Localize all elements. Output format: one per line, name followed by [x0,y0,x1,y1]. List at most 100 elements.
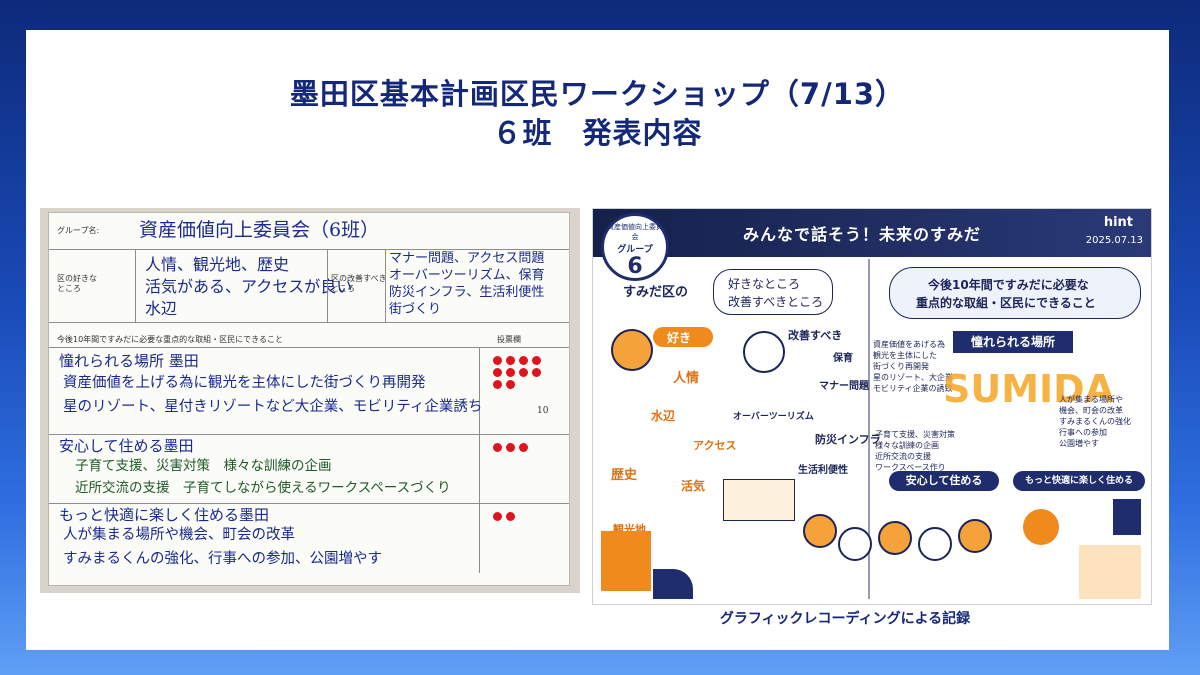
note-line: 様々な訓練の企画 [875,441,939,450]
note-line: すみまるくんの強化 [1059,417,1131,426]
badge-group-label: グループ [617,245,653,255]
section-heading: もっと快適に楽しく住める墨田 [59,506,270,524]
decor-block [1079,545,1141,599]
vote-dot [506,380,515,389]
vote-dot [506,443,515,452]
note-line: モビリティ企業の誘致 [873,384,953,393]
word-rekishi: 歴史 [611,468,638,483]
suki-label: 好き [667,331,692,345]
section-heading: 憧れられる場所 墨田 [59,352,199,370]
section-heading: 安心して住める墨田 [59,437,194,455]
vote-dot [506,356,515,365]
vote-dot [519,368,528,377]
vote-dot [519,356,528,365]
group-badge: 資産価値向上委員会 グループ 6 [601,213,669,281]
section-line: 資産価値を上げる為に観光を主体にした街づくり再開発 [63,375,426,391]
note-line: 機会、町会の改革 [1059,406,1123,415]
improve-text: マナー問題、アクセス問題 オーバーツーリズム、保育 防災インフラ、生活利便性 街… [389,250,545,318]
likes-improve-row: 区の好きなところ 人情、観光地、歴史 活気がある、アクセスが良い 水辺 区の改善… [49,250,569,323]
focus-section: 安心して住める墨田 子育て支援、災害対策 様々な訓練の企画 近所交流の支援 子育… [49,435,569,504]
notes-kaiteki: 人が集まる場所や 機会、町会の改革 すみまるくんの強化 行事への参加 公園増やす [1059,394,1131,449]
likes-line: 活気がある、アクセスが良い [145,277,353,296]
section-line: 星のリゾート、星付きリゾートなど大企業、モビリティ企業誘ち [63,399,483,415]
page-title: 墨田区基本計画区民ワークショップ（7/13） ６班 発表内容 [26,75,1169,153]
left-heading-a: すみだ区の [623,285,689,300]
vote-count-note: 10 [537,406,549,416]
vote-dot [493,380,502,389]
divider [385,250,386,322]
person-icon [743,331,785,373]
sumida-word: SUMIDA [943,367,1115,411]
improve-line: 防災インフラ、生活利便性 [389,285,545,300]
graphic-caption: グラフィックレコーディングによる記録 [719,611,971,627]
vote-dot [493,368,502,377]
note-line: 子育て支援、災害対策 [875,430,955,439]
word-manner: マナー問題 [819,381,869,392]
note-line: 近所交流の支援 [875,452,931,461]
right-heading-bubble: 今後10年間ですみだに必要な 重点的な取組・区民にできること [889,267,1141,319]
word-overtourism: オーバーツーリズム [733,412,814,422]
improve-label: 区の改善すべきところ [331,274,387,293]
badge-number: 6 [627,254,643,279]
section-line: 子育て支援、災害対策 様々な訓練の企画 [75,458,332,474]
focus-header: 今後10年間ですみだに必要な重点的な取組・区民にできること 投票欄 [49,333,569,348]
vote-dot [493,512,502,521]
section-line: 人が集まる場所や機会、町会の改革 [63,527,295,543]
word-seikatsu: 生活利便性 [798,465,848,476]
likes-line: 水辺 [145,299,178,318]
focus-label: 今後10年間ですみだに必要な重点的な取組・区民にできること [57,335,284,344]
focus-section: もっと快適に楽しく住める墨田 人が集まる場所や機会、町会の改革 すみまるくんの強… [49,504,569,574]
vote-dot [532,356,541,365]
ribbon-anshin: 安心して住める [889,471,999,491]
person-icon [611,329,653,371]
worksheet-photo: グループ名: 資産価値向上委員会（6班） 区の好きなところ 人情、観光地、歴史 … [40,208,580,593]
improve-line: オーバーツーリズム、保育 [389,268,545,283]
vote-dot [519,443,528,452]
title-line-2: ６班 発表内容 [492,116,703,150]
vote-dot [493,443,502,452]
note-line: ワークスペース作り [875,463,946,472]
word-access: アクセス [693,439,737,452]
person-icon [838,527,872,561]
group-row: グループ名: 資産価値向上委員会（6班） [49,213,569,250]
brand-logo: hint [1103,215,1133,230]
person-icon [803,514,837,548]
vote-dot [493,356,502,365]
word-hoiku: 保育 [833,353,853,364]
notes-akogare: 資産価値をあげる為 観光を主体にした 街づくり再開発 星のリゾート、大企業 モビ… [873,339,953,394]
group-name: 資産価値向上委員会（6班） [139,219,380,241]
word-kakki: 活気 [681,479,706,493]
kaizen-label: 改善すべき [788,329,843,342]
improve-line: 街づくり [389,302,442,317]
section-line: すみまるくんの強化、行事への参加、公園増やす [63,551,382,567]
improve-line: マナー問題、アクセス問題 [389,251,545,266]
right-heading-line: 重点的な取組・区民にできること [916,296,1096,310]
decor-block [653,569,693,599]
decor-circle [1023,509,1059,545]
note-line: 観光を主体にした [873,351,937,360]
divider [135,250,136,322]
title-line-1: 墨田区基本計画区民ワークショップ（7/13） [289,77,906,111]
person-icon [918,527,952,561]
word-ninjo: 人情 [673,371,700,386]
slide: 墨田区基本計画区民ワークショップ（7/13） ６班 発表内容 グループ名: 資産… [26,30,1169,650]
vote-label: 投票欄 [497,335,521,344]
vote-dot [532,368,541,377]
note-line: 街づくり再開発 [873,362,929,371]
graphic-date: 2025.07.13 [1085,235,1143,246]
person-icon [958,519,992,553]
right-heading-line: 今後10年間ですみだに必要な [928,278,1089,292]
badge-team-name: 資産価値向上委員会 [607,223,663,241]
center-divider [868,259,870,599]
bubble-line: 改善すべきところ [728,295,824,309]
vote-column-line [479,348,480,573]
bubble-line: 好きなところ [728,277,801,291]
note-line: 人が集まる場所や [1059,395,1123,404]
notes-anshin: 子育て支援、災害対策 様々な訓練の企画 近所交流の支援 ワークスペース作り [875,429,955,473]
note-line: 星のリゾート、大企業 [873,373,953,382]
graphic-header: みんなで話そう！未来のすみだ hint 2025.07.13 [593,209,1151,257]
decor-block [601,531,651,591]
word-bousai: 防災インフラ [815,433,881,446]
left-heading-bubble: 好きなところ 改善すべきところ [713,269,833,315]
group-label: グループ名: [57,226,100,235]
